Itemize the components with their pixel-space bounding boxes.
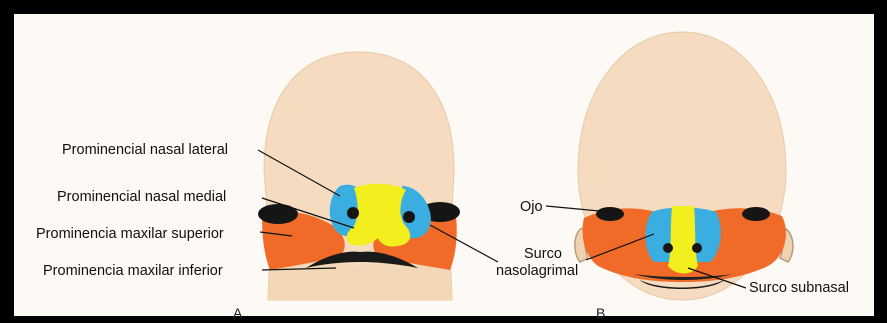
nasal-pit-right-a <box>403 211 415 223</box>
label-maxilar-inferior: Prominencia maxilar inferior <box>43 263 223 279</box>
maxilar-inferior-a <box>268 263 452 301</box>
nostril-right-b <box>692 243 702 253</box>
eye-left-a <box>258 204 298 224</box>
label-surco-line2: nasolagrimal <box>496 263 578 279</box>
panel-b-face <box>575 32 793 300</box>
label-surco-subnasal: Surco subnasal <box>749 280 849 296</box>
label-maxilar-superior: Prominencia maxilar superior <box>36 226 224 242</box>
eye-right-b <box>742 207 770 221</box>
label-surco-line1: Surco <box>524 246 562 262</box>
label-ojo: Ojo <box>520 199 543 215</box>
panel-letter-b: B <box>596 305 605 321</box>
nostril-left-b <box>663 243 673 253</box>
label-nasal-medial: Prominencial nasal medial <box>57 189 226 205</box>
panel-letter-a: A <box>233 305 243 321</box>
nasal-pit-left-a <box>347 207 359 219</box>
nasal-medial-b <box>668 206 698 274</box>
panel-a-face <box>258 52 460 300</box>
label-nasal-lateral: Prominencial nasal lateral <box>62 142 228 158</box>
eye-left-b <box>596 207 624 221</box>
